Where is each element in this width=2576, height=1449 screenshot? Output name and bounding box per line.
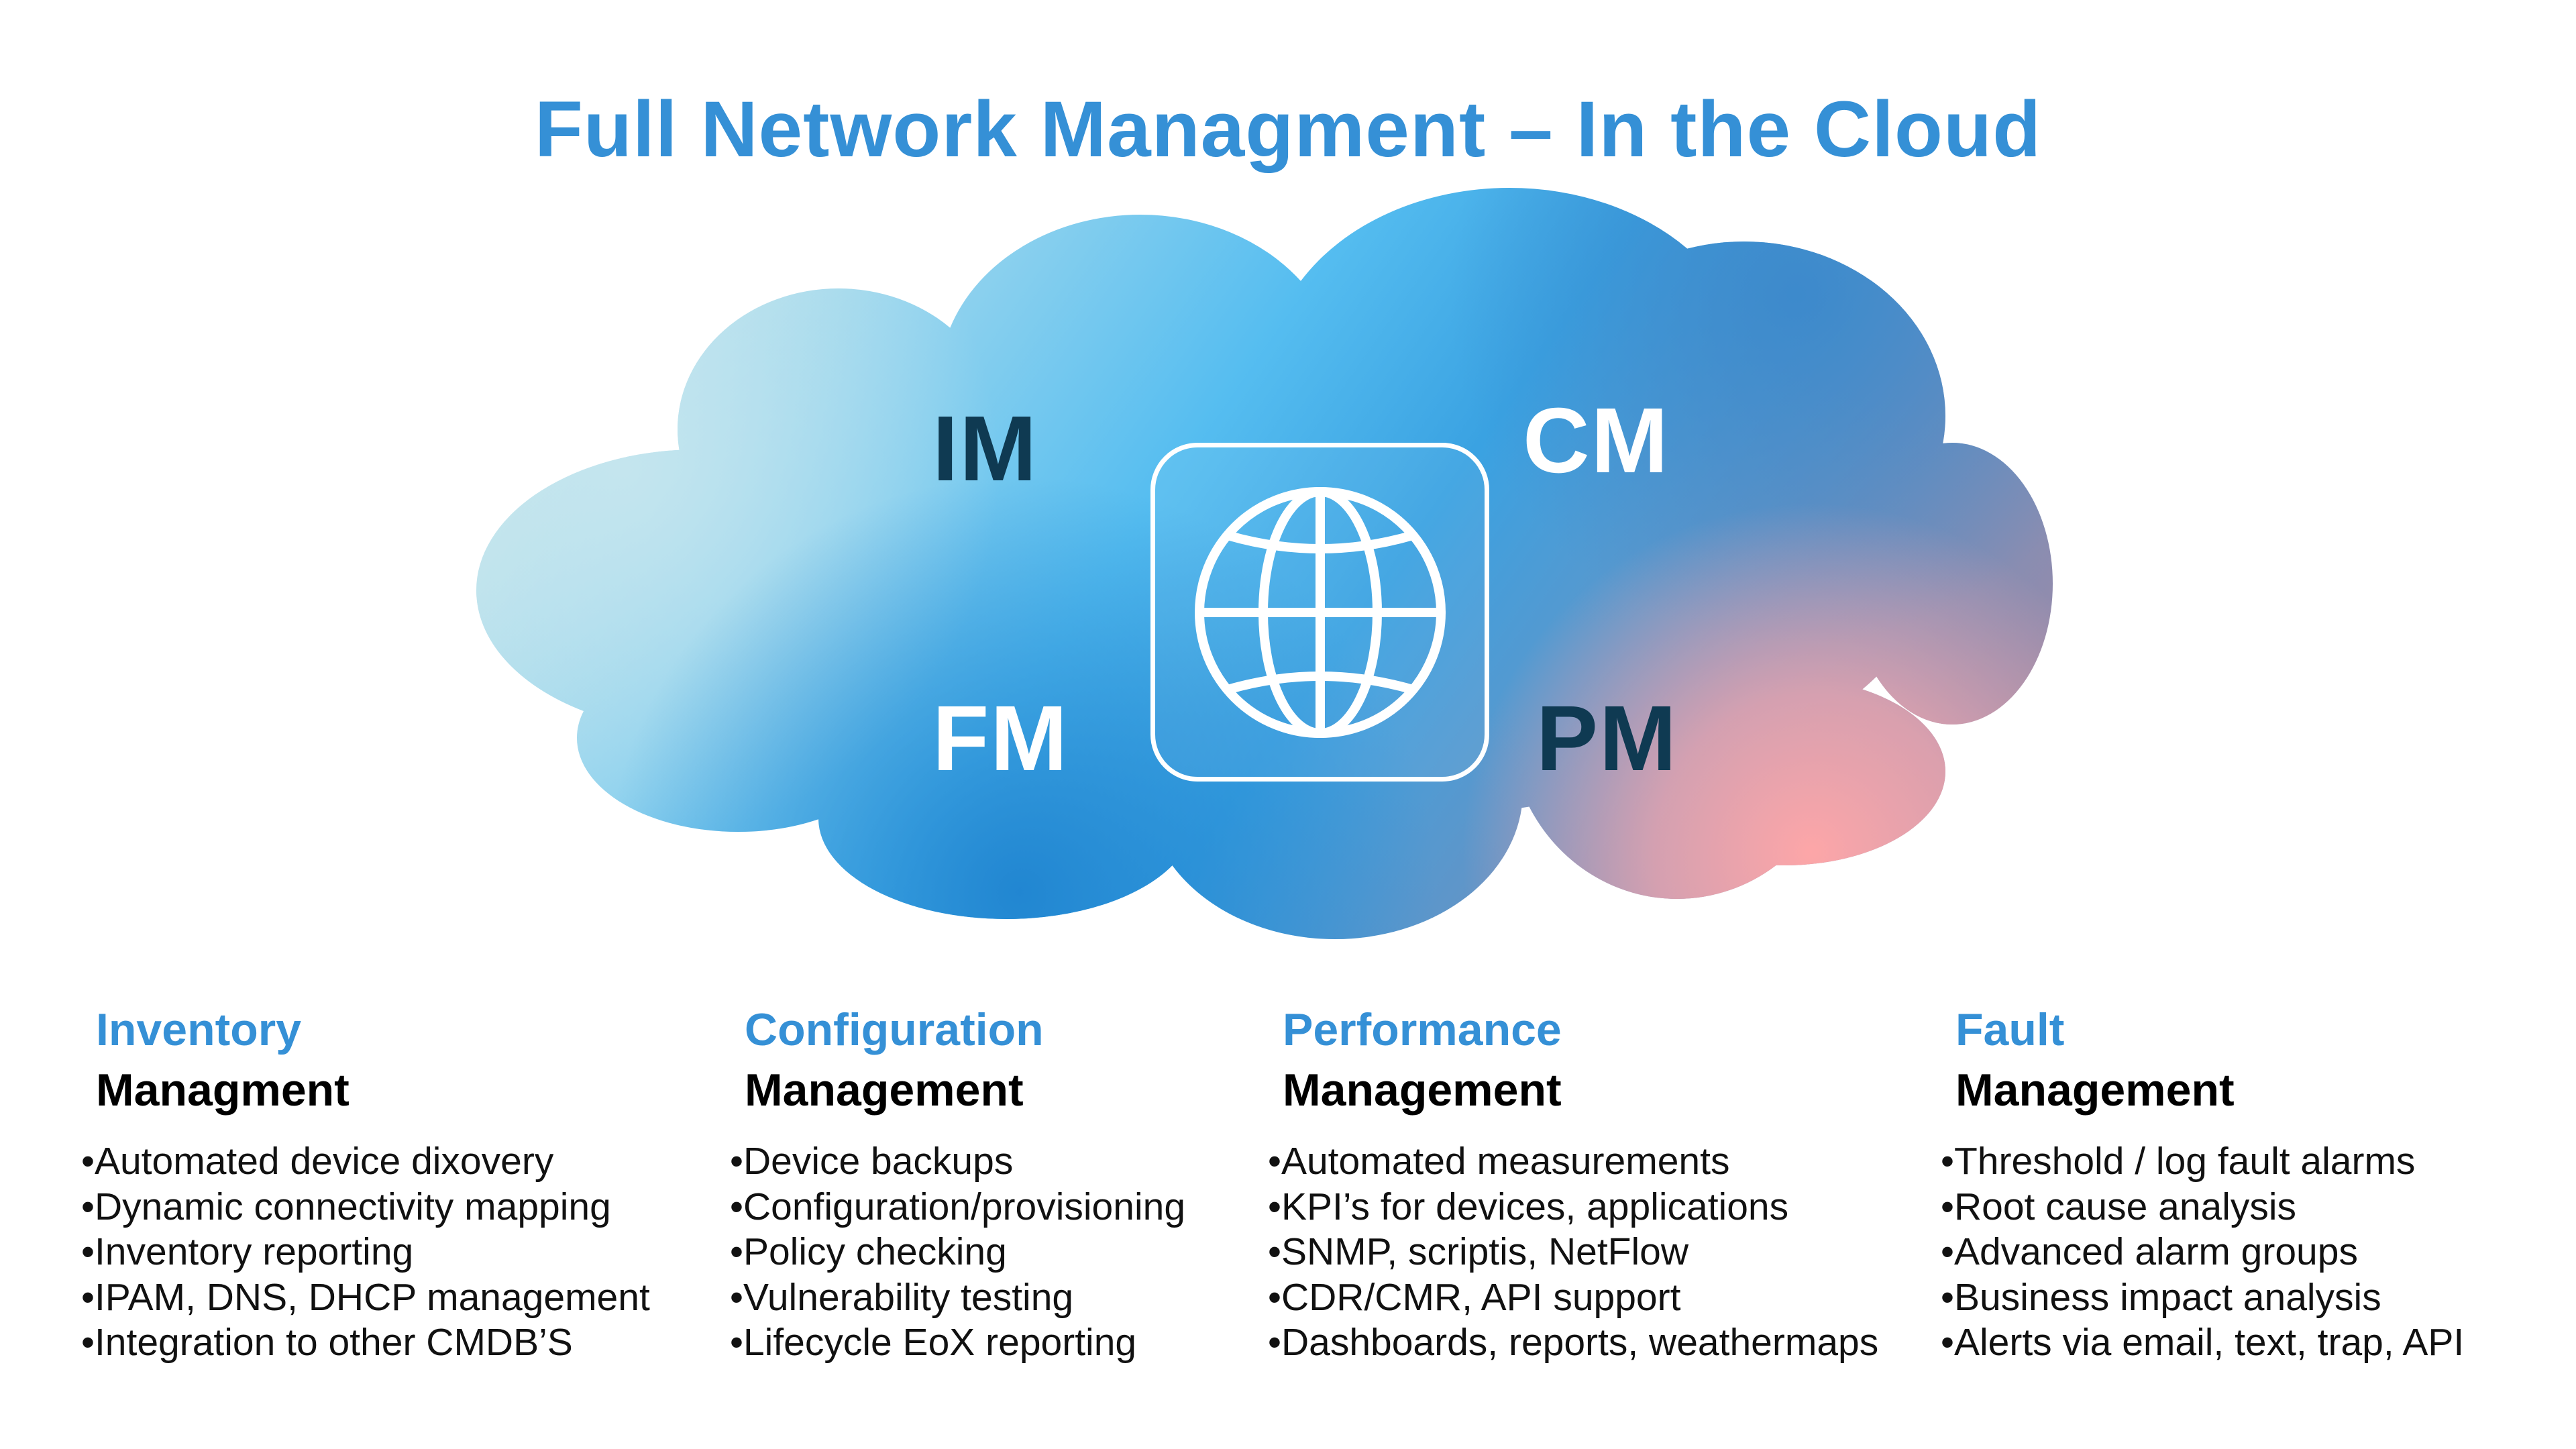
list-item: •Root cause analysis [1941, 1185, 2297, 1228]
list-item: •IPAM, DNS, DHCP management [81, 1275, 650, 1319]
label-im: IM [932, 397, 1038, 500]
column-heading-line1: Performance [1283, 1004, 1562, 1055]
list-item: •Threshold / log fault alarms [1941, 1140, 2416, 1183]
column-heading-line2: Management [1283, 1065, 1562, 1116]
list-item: •Automated measurements [1268, 1140, 1730, 1183]
list-item: •Configuration/provisioning [730, 1185, 1186, 1228]
column-heading-line2: Management [1955, 1065, 2235, 1116]
column-performance: Performance Management •Automated measur… [1268, 1000, 1878, 1366]
feature-list: •Threshold / log fault alarms •Root caus… [1941, 1139, 2464, 1366]
list-item: •Lifecycle EoX reporting [730, 1321, 1137, 1364]
list-item: •Business impact analysis [1941, 1275, 2381, 1319]
column-inventory: Inventory Managment •Automated device di… [81, 1000, 650, 1366]
list-item: •Dynamic connectivity mapping [81, 1185, 611, 1228]
label-pm: PM [1536, 687, 1678, 790]
feature-list: •Automated measurements •KPI’s for devic… [1268, 1139, 1878, 1366]
column-configuration: Configuration Management •Device backups… [730, 1000, 1185, 1366]
column-heading-line1: Inventory [96, 1004, 302, 1055]
page-title: Full Network Managment – In the Cloud [534, 85, 2042, 174]
column-fault: Fault Management •Threshold / log fault … [1941, 1000, 2464, 1366]
feature-list: •Device backups •Configuration/provision… [730, 1139, 1185, 1366]
column-heading-line1: Configuration [745, 1004, 1044, 1055]
list-item: •SNMP, scriptis, NetFlow [1268, 1230, 1689, 1273]
column-heading-line2: Managment [96, 1065, 350, 1116]
list-item: •Integration to other CMDB’S [81, 1321, 573, 1364]
globe-icon [1194, 486, 1446, 738]
list-item: •Device backups [730, 1140, 1014, 1183]
globe-tile [1150, 443, 1489, 782]
column-heading-line1: Fault [1955, 1004, 2065, 1055]
list-item: •Dashboards, reports, weathermaps [1268, 1321, 1879, 1364]
label-cm: CM [1523, 389, 1670, 492]
list-item: •Automated device dixovery [81, 1140, 554, 1183]
list-item: •KPI’s for devices, applications [1268, 1185, 1789, 1228]
list-item: •CDR/CMR, API support [1268, 1275, 1681, 1319]
list-item: •Advanced alarm groups [1941, 1230, 2358, 1273]
label-fm: FM [932, 687, 1069, 790]
list-item: •Inventory reporting [81, 1230, 414, 1273]
list-item: •Vulnerability testing [730, 1275, 1074, 1319]
list-item: •Policy checking [730, 1230, 1007, 1273]
list-item: •Alerts via email, text, trap, API [1941, 1321, 2465, 1364]
feature-list: •Automated device dixovery •Dynamic conn… [81, 1139, 650, 1366]
column-heading-line2: Management [745, 1065, 1024, 1116]
